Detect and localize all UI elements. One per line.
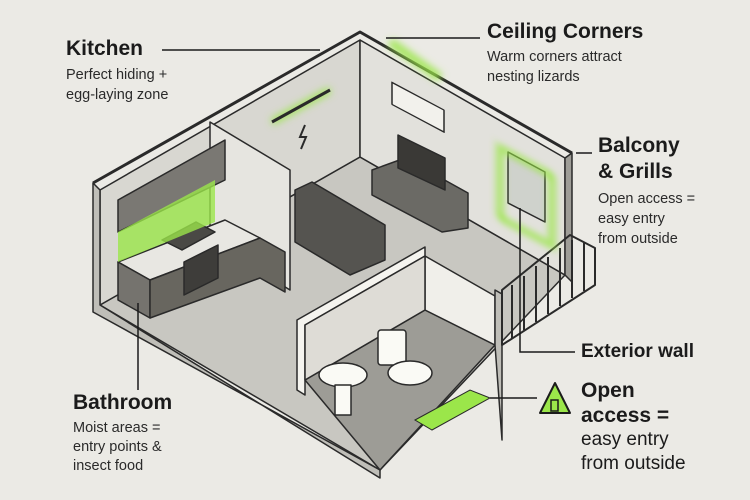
toilet-bowl [387,360,433,386]
sink [318,362,368,388]
kitchen-line-2: egg-laying zone [66,87,169,103]
right-exterior-wall [564,152,573,283]
sink-pedestal [334,384,352,416]
tv [397,134,446,191]
kitchen-title: Kitchen [66,37,144,60]
upper-cabinets [117,139,226,233]
bathroom-line-3: insect food [73,458,144,474]
exterior-wall-title: Exterior wall [581,341,694,362]
open-access-title-2: access = [581,404,670,427]
balcony-title-1: Balcony [598,134,680,157]
toilet-tank [377,329,407,366]
balcony-railing [501,234,596,346]
bathroom-title: Bathroom [73,391,173,414]
open-access-callout: Open access = easy entry from outside [581,378,686,476]
kitchen-line-1: Perfect hiding + [66,67,168,83]
balcony-line-1: Open access = [598,191,696,207]
bathroom-right-wall [494,289,503,441]
ceiling-title: Ceiling Corners [487,20,644,43]
open-access-line-2: from outside [581,453,686,474]
sofa [294,181,386,276]
leader-lines [137,37,592,399]
bathroom-line-2: entry points & [73,439,162,455]
warning-house-icon [539,382,571,414]
open-access-line-1: easy entry [581,429,669,450]
balcony-callout: Balcony & Grills Open access = easy entr… [598,133,695,249]
balcony-line-2: easy entry [598,211,665,227]
oven [183,244,219,296]
bathroom-line-1: Moist areas = [73,420,161,436]
kitchen-callout: Kitchen Perfect hiding + egg-laying zone [66,37,168,105]
left-exterior-wall [92,182,381,479]
railing-bars [511,240,585,338]
bathroom-side-wall [304,255,426,381]
ceiling-line-1: Warm corners attract [487,49,622,65]
open-access-title-1: Open [581,379,635,402]
electric-icon [298,124,308,150]
ceiling-line-2: nesting lizards [487,69,580,85]
bathroom-callout: Bathroom Moist areas = entry points & in… [73,391,172,476]
outer-wall-rim [92,30,573,185]
ceiling-callout: Ceiling Corners Warm corners attract nes… [487,20,643,87]
highlights [118,38,555,431]
balcony-line-3: from outside [598,231,678,247]
air-conditioner [391,81,445,133]
balcony-title-2: & Grills [598,160,673,183]
